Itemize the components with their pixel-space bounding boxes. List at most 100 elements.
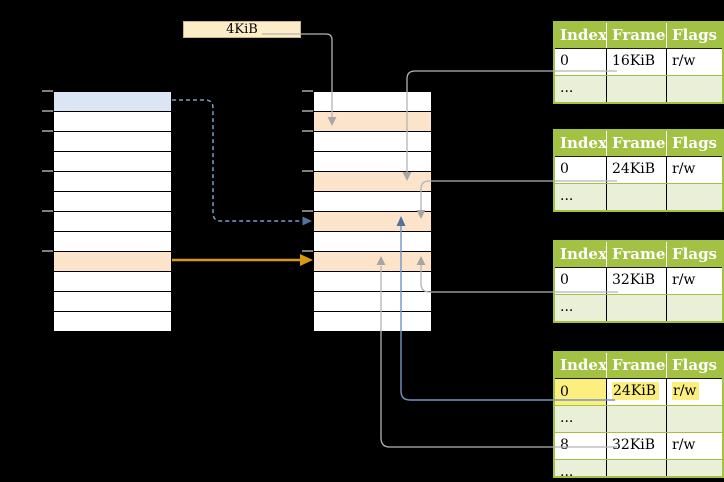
table-row-ellipsis: ... <box>555 294 722 321</box>
cell-index: 8 <box>555 433 607 459</box>
table-header-row: Index Frame Flags <box>555 23 722 49</box>
col-header-flags: Flags <box>672 245 717 263</box>
connector-dashed-entry-frame <box>172 99 302 222</box>
memory-cell <box>54 292 171 312</box>
cell-flags: r/w <box>672 161 696 177</box>
table-row-highlighted: 0 24KiB r/w <box>555 379 722 405</box>
level1-page-table: Index Frame Flags 0 24KiB r/w ... 8 32Ki… <box>553 351 724 478</box>
cell-index: ... <box>555 184 607 210</box>
col-header-frame: Frame <box>607 131 667 156</box>
cell-flags: r/w <box>667 379 722 405</box>
col-header-index: Index <box>555 242 607 267</box>
address-tick <box>302 90 313 92</box>
cell-frame <box>607 460 667 476</box>
highlight-frame: 24KiB <box>612 382 660 400</box>
frame-cell <box>314 252 431 272</box>
col-header-frame: Frame <box>607 23 667 48</box>
table-row: 8 32KiB r/w <box>555 432 722 459</box>
frame-cell <box>314 112 431 132</box>
cell-frame: 32KiB <box>607 268 667 294</box>
memory-cell <box>314 92 431 112</box>
cell-frame: 16KiB <box>607 49 667 75</box>
memory-cell <box>314 152 431 172</box>
memory-cell <box>314 292 431 312</box>
memory-cell <box>54 172 171 192</box>
cell-flags: r/w <box>672 272 696 288</box>
col-header-index: Index <box>555 131 607 156</box>
mapped-page-cell <box>54 252 171 272</box>
memory-cell <box>314 132 431 152</box>
cell-index: 0 <box>555 49 607 75</box>
cell-flags <box>667 76 722 102</box>
arrowhead-right-icon <box>302 216 312 226</box>
highlight-flags: r/w <box>672 382 700 400</box>
address-tick <box>302 170 313 172</box>
address-tick <box>42 210 53 212</box>
address-tick <box>302 130 313 132</box>
cell-frame <box>607 184 667 210</box>
table-row-ellipsis: ... <box>555 75 722 102</box>
address-tick <box>42 130 53 132</box>
cell-index: ... <box>555 76 607 102</box>
active-entry-cell <box>54 92 171 112</box>
frame-cell <box>314 212 431 232</box>
middle-memory-column <box>313 91 432 332</box>
col-header-flags: Flags <box>672 134 717 152</box>
memory-cell <box>314 232 431 252</box>
table-header-row: Index Frame Flags <box>555 242 722 268</box>
cell-frame: 32KiB <box>607 433 667 459</box>
cell-index: 0 <box>555 268 607 294</box>
table-row: 0 24KiB r/w <box>555 157 722 183</box>
address-tick <box>42 170 53 172</box>
cell-flags <box>667 295 722 321</box>
memory-cell <box>54 152 171 172</box>
page-size-label: 4KiB <box>183 21 301 38</box>
highlight-index: 0 <box>555 379 606 405</box>
cell-index: 0 <box>555 379 607 405</box>
cell-frame <box>607 295 667 321</box>
page-table-32kib: Index Frame Flags 0 32KiB r/w ... <box>553 240 724 323</box>
cell-index: ... <box>555 295 607 321</box>
table-row-ellipsis: ... <box>555 459 722 476</box>
col-header-index: Index <box>555 353 607 378</box>
left-memory-column <box>53 91 172 332</box>
cell-frame <box>607 76 667 102</box>
cell-index: ... <box>555 406 607 432</box>
memory-cell <box>54 272 171 292</box>
col-header-frame: Frame <box>607 242 667 267</box>
cell-index: ... <box>555 460 607 476</box>
address-tick <box>302 110 313 112</box>
cell-frame <box>607 406 667 432</box>
address-tick <box>42 90 53 92</box>
memory-cell <box>54 192 171 212</box>
cell-index: 0 <box>555 157 607 183</box>
memory-cell <box>314 272 431 292</box>
cell-flags <box>667 406 722 432</box>
cell-flags: r/w <box>672 53 696 69</box>
memory-cell <box>54 312 171 331</box>
table-row: 0 32KiB r/w <box>555 268 722 294</box>
cell-flags: r/w <box>672 437 696 453</box>
frame-cell <box>314 172 431 192</box>
col-header-flags: Flags <box>672 356 717 374</box>
arrowhead-right-icon <box>300 254 313 266</box>
memory-cell <box>314 192 431 212</box>
address-tick <box>42 110 53 112</box>
cell-frame: 24KiB <box>607 379 667 405</box>
address-tick <box>302 250 313 252</box>
page-table-24kib: Index Frame Flags 0 24KiB r/w ... <box>553 129 724 212</box>
table-header-row: Index Frame Flags <box>555 353 722 379</box>
table-header-row: Index Frame Flags <box>555 131 722 157</box>
memory-cell <box>54 112 171 132</box>
page-table-16kib: Index Frame Flags 0 16KiB r/w ... <box>553 21 724 104</box>
col-header-frame: Frame <box>607 353 667 378</box>
memory-cell <box>54 212 171 232</box>
memory-cell <box>54 232 171 252</box>
table-row-ellipsis: ... <box>555 405 722 432</box>
memory-cell <box>54 132 171 152</box>
col-header-flags: Flags <box>672 26 717 44</box>
memory-cell <box>314 312 431 331</box>
col-header-index: Index <box>555 23 607 48</box>
cell-frame: 24KiB <box>607 157 667 183</box>
